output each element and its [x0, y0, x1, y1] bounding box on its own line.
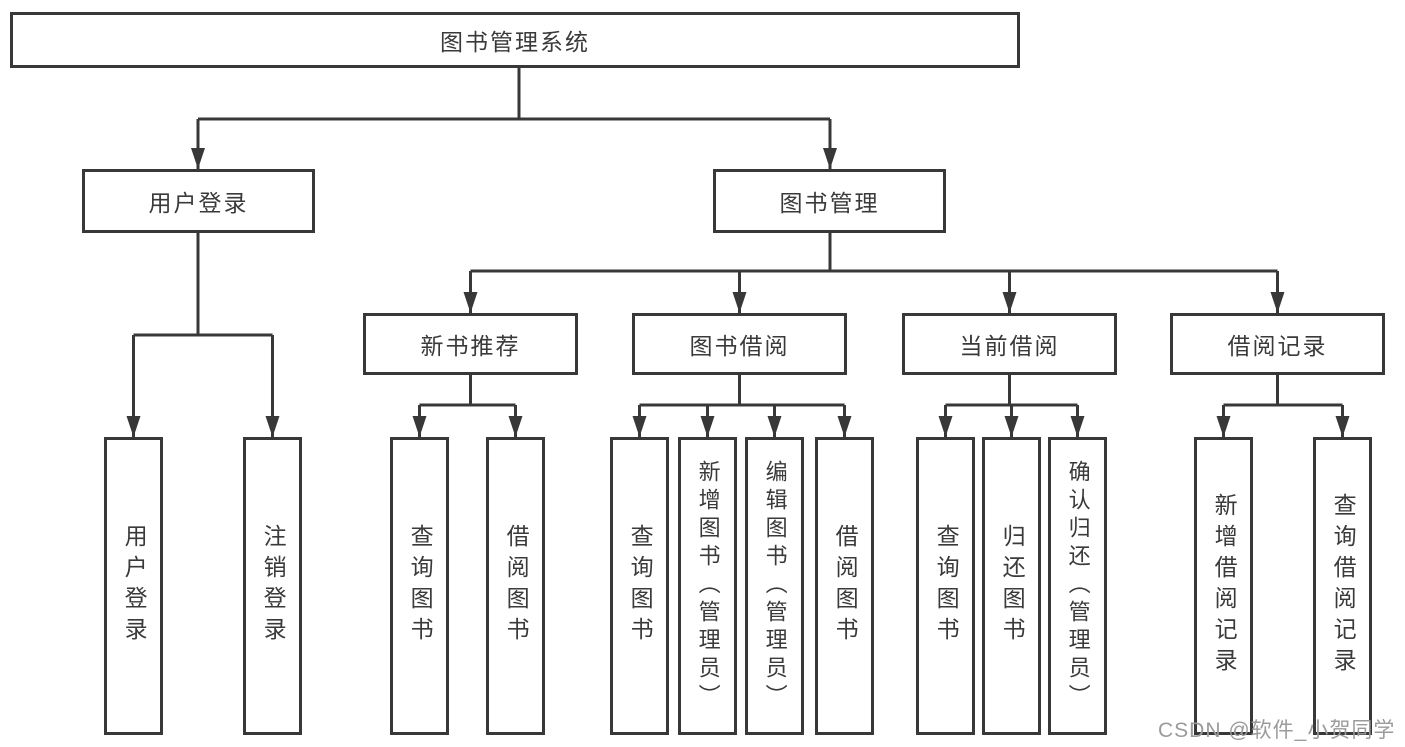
leaf-return-books-label: 归还图书 — [999, 524, 1026, 648]
leaf-add-borrow-record-label: 新增借阅记录 — [1211, 493, 1238, 679]
node-new-book-recommend: 新书推荐 — [363, 313, 578, 375]
leaf-add-books-admin-label: 新增图书（管理员） — [695, 460, 721, 712]
leaf-user-login-label: 用户登录 — [121, 524, 148, 648]
node-borrow-records-label: 借阅记录 — [1227, 333, 1328, 359]
leaf-logout: 注销登录 — [243, 437, 302, 735]
leaf-borrowing-query-books-label: 查询图书 — [627, 524, 654, 648]
node-book-management-label: 图书管理 — [779, 190, 880, 216]
leaf-add-books-admin: 新增图书（管理员） — [678, 437, 737, 735]
leaf-edit-books-admin-label: 编辑图书（管理员） — [762, 460, 788, 712]
node-borrow-records: 借阅记录 — [1170, 313, 1385, 375]
leaf-return-books: 归还图书 — [982, 437, 1041, 735]
node-book-management: 图书管理 — [713, 169, 946, 233]
connector-borrow-record-children — [1223, 375, 1343, 407]
node-new-book-recommend-label: 新书推荐 — [420, 333, 521, 359]
node-root-system: 图书管理系统 — [10, 12, 1020, 68]
leaf-newbook-query-books: 查询图书 — [390, 437, 449, 735]
leaf-newbook-query-books-label: 查询图书 — [407, 524, 434, 648]
node-book-borrowing: 图书借阅 — [632, 313, 847, 375]
connector-current-borrow-children — [945, 375, 1078, 407]
leaf-query-borrow-record-label: 查询借阅记录 — [1330, 493, 1357, 679]
connector-new-book — [419, 375, 516, 407]
leaf-query-borrow-record: 查询借阅记录 — [1313, 437, 1372, 735]
node-book-borrowing-label: 图书借阅 — [689, 333, 790, 359]
node-user-login-label: 用户登录 — [148, 190, 249, 216]
leaf-add-borrow-record: 新增借阅记录 — [1194, 437, 1253, 735]
leaf-current-query-books-label: 查询图书 — [933, 524, 960, 648]
connector-user-login — [133, 233, 273, 337]
leaf-borrowing-borrow-books-label: 借阅图书 — [832, 524, 859, 648]
leaf-current-query-books: 查询图书 — [916, 437, 975, 735]
connector-book-mgmt — [470, 233, 1278, 273]
connector-book-borrow-children — [639, 375, 845, 407]
leaf-confirm-return-admin: 确认归还（管理员） — [1048, 437, 1107, 735]
leaf-edit-books-admin: 编辑图书（管理员） — [745, 437, 804, 735]
leaf-borrowing-borrow-books: 借阅图书 — [815, 437, 874, 735]
node-current-borrowing: 当前借阅 — [902, 313, 1117, 375]
node-current-borrowing-label: 当前借阅 — [959, 333, 1060, 359]
node-root-label: 图书管理系统 — [440, 29, 590, 55]
node-user-login: 用户登录 — [82, 169, 315, 233]
leaf-user-login: 用户登录 — [104, 437, 163, 735]
connector-root — [198, 66, 830, 121]
leaf-newbook-borrow-books-label: 借阅图书 — [503, 524, 530, 648]
leaf-borrowing-query-books: 查询图书 — [610, 437, 669, 735]
connector-group — [126, 66, 1350, 437]
leaf-confirm-return-admin-label: 确认归还（管理员） — [1065, 460, 1091, 712]
leaf-logout-label: 注销登录 — [260, 524, 287, 648]
leaf-newbook-borrow-books: 借阅图书 — [486, 437, 545, 735]
